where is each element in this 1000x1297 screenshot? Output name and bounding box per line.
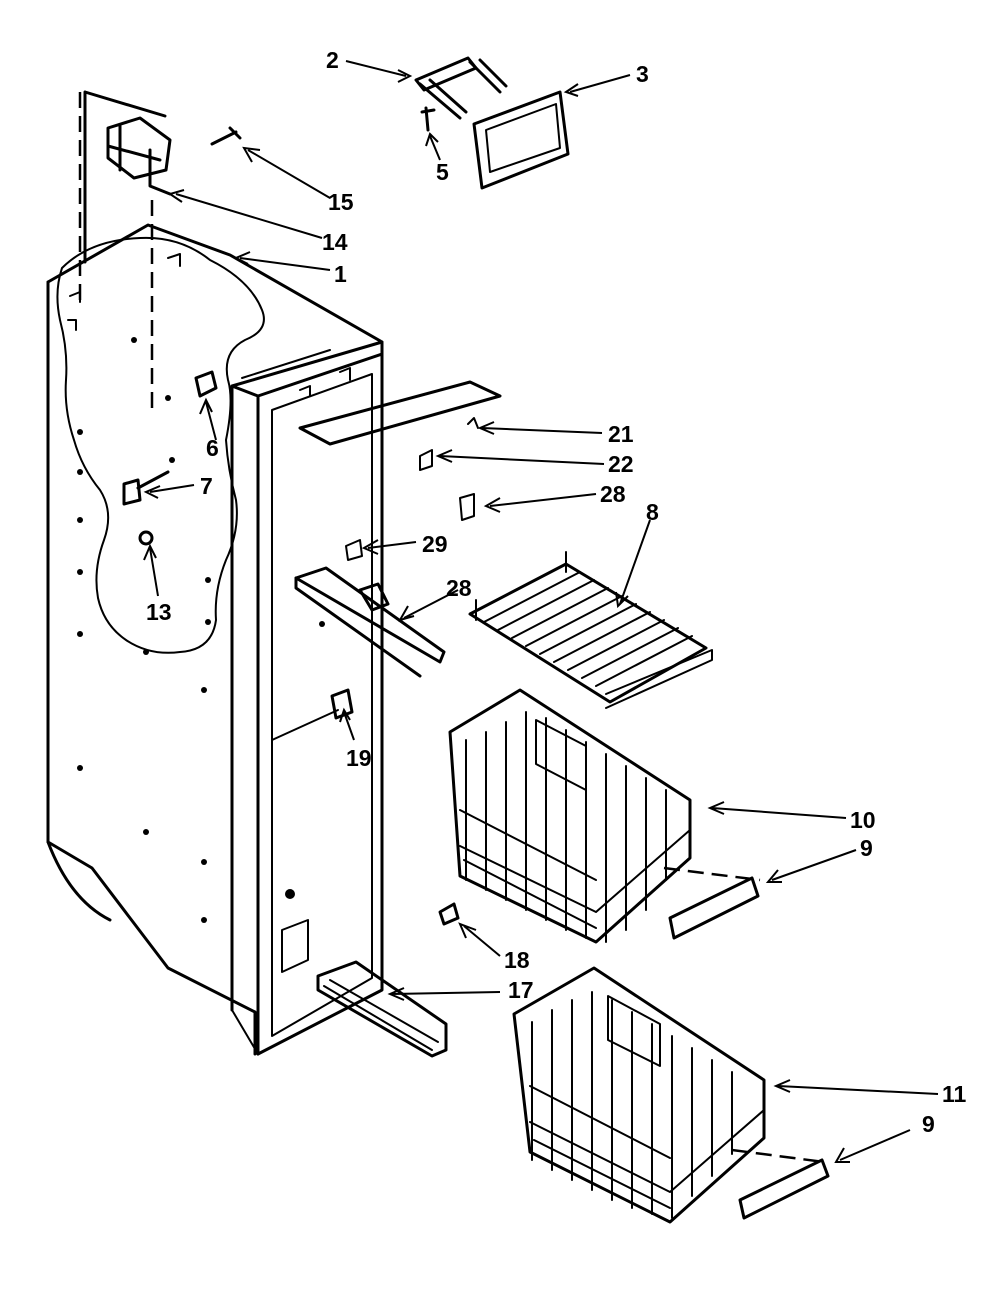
top-hinge-assembly <box>414 56 570 190</box>
cam-19 <box>330 688 354 720</box>
freezer-liner <box>46 90 384 1056</box>
callout-10: 10 <box>850 807 876 833</box>
callout-14: 14 <box>322 229 348 255</box>
callout-8: 8 <box>646 499 659 525</box>
callout-9-lower: 9 <box>922 1111 935 1137</box>
callout-11: 11 <box>942 1081 967 1107</box>
hinge-bracket <box>106 116 172 196</box>
callout-labels: 2 3 5 15 14 1 6 7 13 21 22 28 8 29 28 28… <box>146 47 967 1137</box>
callout-7: 7 <box>200 473 213 499</box>
callout-29: 29 <box>422 531 448 557</box>
callout-2: 2 <box>326 47 339 73</box>
callout-18: 18 <box>504 947 530 973</box>
lower-basket <box>512 966 766 1224</box>
callout-28-label: 28 <box>446 575 472 601</box>
leader-lines <box>143 60 939 1163</box>
callout-17: 17 <box>508 977 534 1003</box>
callout-3: 3 <box>636 61 649 87</box>
screw-15 <box>210 126 242 146</box>
basket-front-lower <box>731 1148 830 1220</box>
wire-shelf <box>468 551 713 709</box>
shelf-rail <box>294 539 446 678</box>
callout-5: 5 <box>436 159 449 185</box>
small-clips <box>122 370 218 546</box>
callout-1: 1 <box>334 261 347 287</box>
shelf-support-plate <box>298 380 502 521</box>
callout-15: 15 <box>328 189 354 215</box>
callout-19: 19 <box>346 745 372 771</box>
callout-21: 22 <box>608 451 634 477</box>
basket-front-upper <box>663 866 761 940</box>
callout-22: 28 <box>600 481 626 507</box>
callout-13: 13 <box>146 599 172 625</box>
callout-9-upper: 9 <box>860 835 873 861</box>
grille-17 <box>316 902 460 1058</box>
callout-20: 21 <box>608 421 634 447</box>
upper-basket <box>448 688 692 944</box>
callout-6: 6 <box>206 435 219 461</box>
